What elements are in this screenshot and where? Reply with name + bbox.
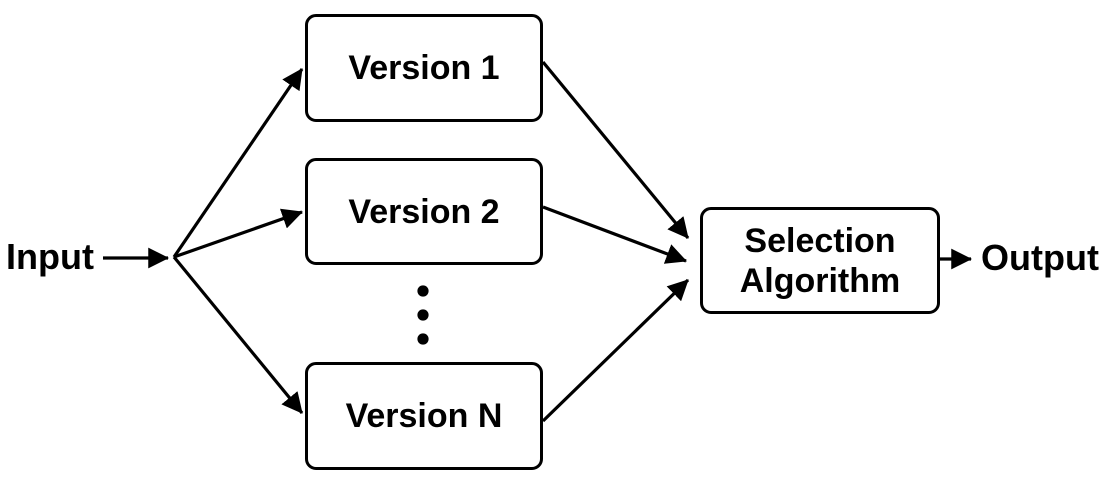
- arrow-version-2-to-selection: [542, 205, 687, 264]
- arrow-fanout-to-version-1: [172, 68, 304, 258]
- selection-algorithm-label-line1: Selection: [744, 221, 896, 260]
- arrow-version-n-to-selection: [541, 278, 690, 423]
- vertical-ellipsis-icon: [417, 285, 429, 345]
- arrow-version-1-to-selection: [541, 60, 690, 240]
- version-n-box: Version N: [305, 362, 543, 470]
- arrow-fanout-to-version-n: [172, 255, 304, 415]
- selection-algorithm-box: Selection Algorithm: [700, 207, 940, 314]
- version-2-label: Version 2: [348, 192, 500, 231]
- version-1-label: Version 1: [348, 49, 500, 87]
- arrow-fanout-to-version-2: [173, 208, 303, 259]
- selection-algorithm-label-line2: Algorithm: [739, 261, 901, 300]
- version-2-box: Version 2: [305, 158, 543, 265]
- version-n-label: Version N: [345, 397, 503, 435]
- input-label: Input: [6, 236, 94, 277]
- output-label: Output: [981, 237, 1099, 278]
- version-1-box: Version 1: [305, 14, 543, 122]
